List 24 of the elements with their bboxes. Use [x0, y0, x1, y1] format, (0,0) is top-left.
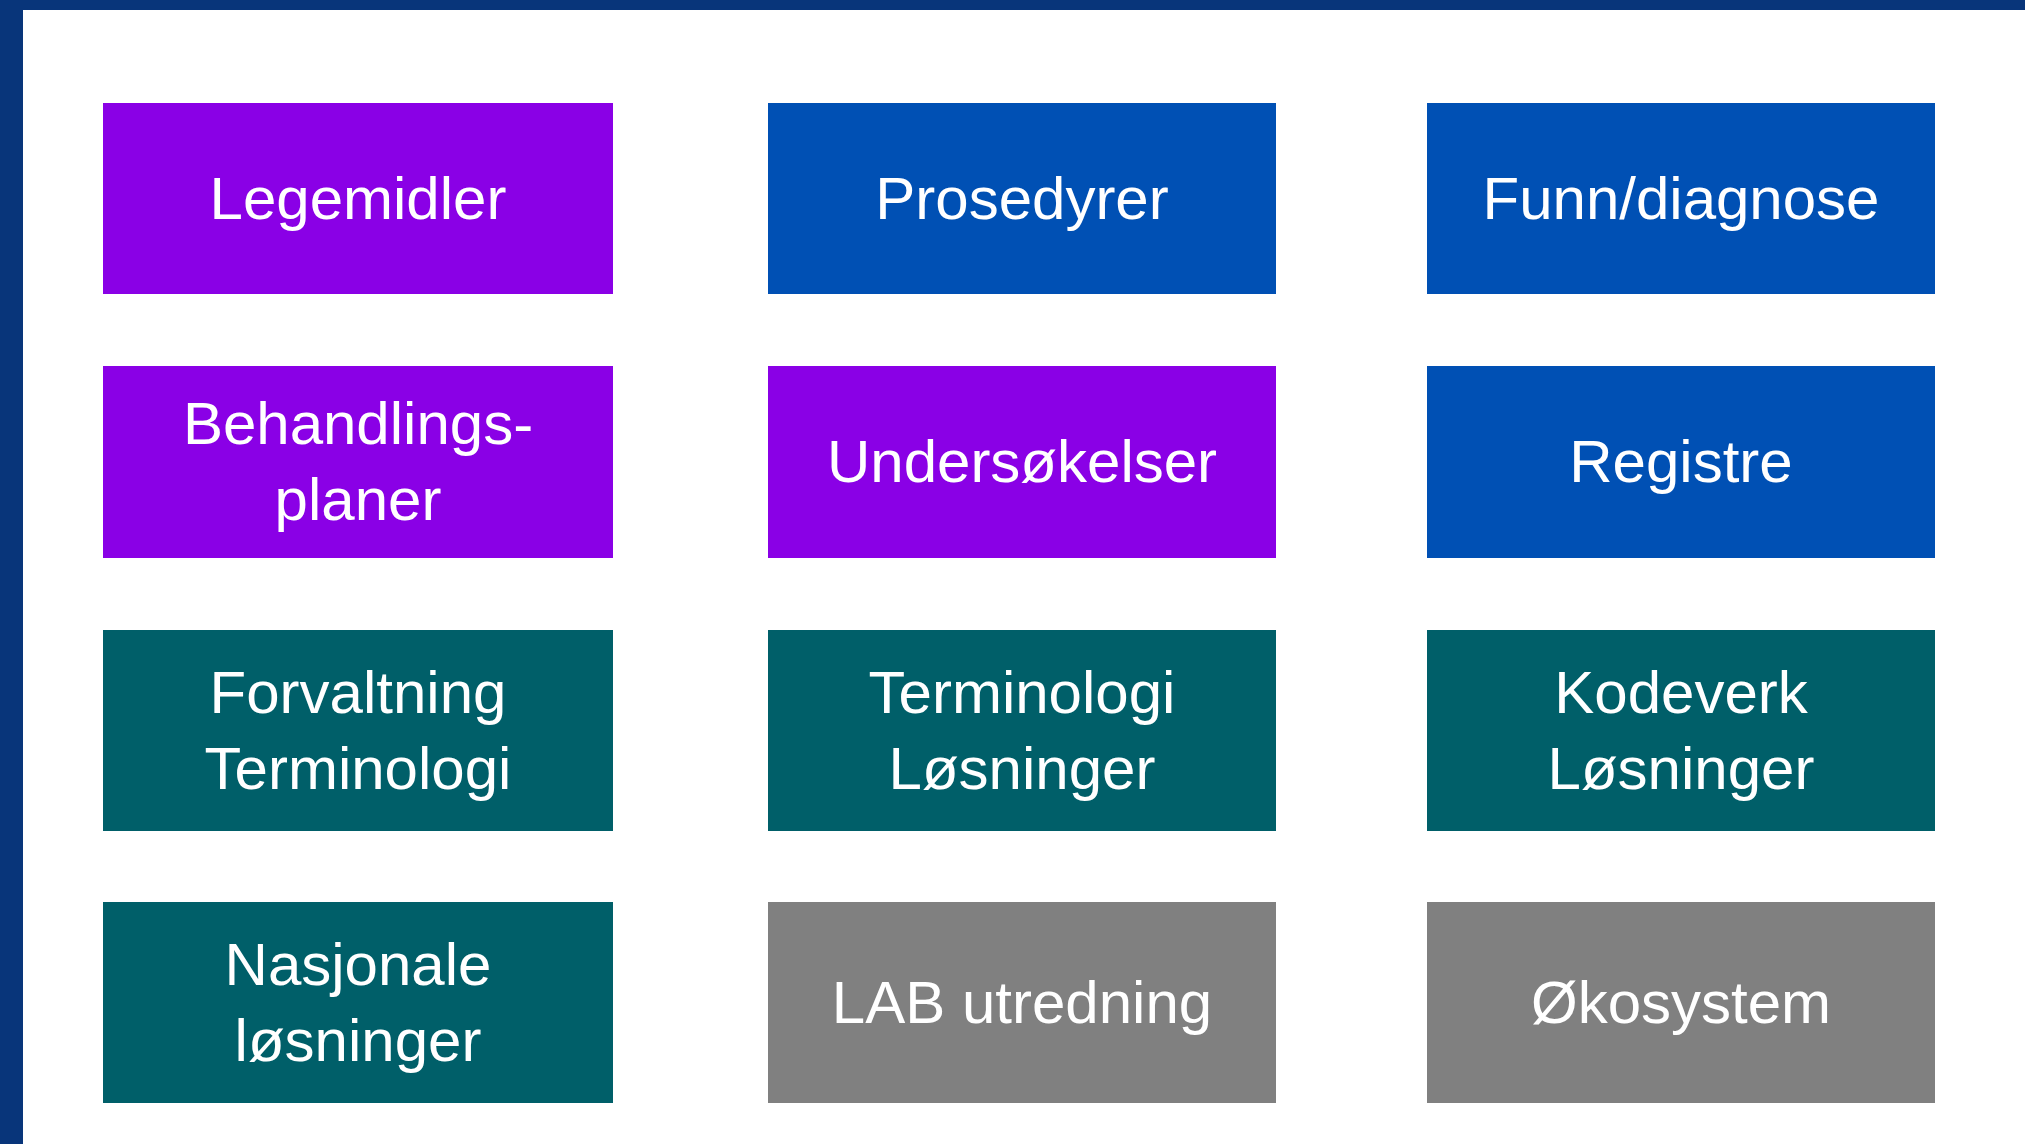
- box-label: Økosystem: [1530, 967, 1832, 1038]
- category-box: [1427, 103, 1935, 294]
- box-label: Forvaltning Terminologi: [203, 657, 513, 804]
- category-box: [768, 902, 1276, 1103]
- category-box: [768, 630, 1276, 831]
- box-label: Registre: [1569, 427, 1793, 497]
- category-box: [103, 366, 613, 558]
- box-label: Funn/diagnose: [1482, 163, 1880, 234]
- category-box: [768, 366, 1276, 558]
- box-label: Undersøkelser: [826, 427, 1218, 497]
- category-box: [1427, 902, 1935, 1103]
- category-box: [768, 103, 1276, 294]
- box-label: LAB utredning: [831, 967, 1213, 1038]
- category-box: [103, 103, 613, 294]
- category-box: [103, 630, 613, 831]
- box-label: Behandlings- planer: [181, 389, 535, 535]
- box-label: Terminologi Løsninger: [867, 657, 1177, 804]
- category-box: [1427, 630, 1935, 831]
- category-box: [1427, 366, 1935, 558]
- box-label: Legemidler: [209, 163, 507, 234]
- box-label: Nasjonale løsninger: [223, 929, 493, 1076]
- box-label: Kodeverk Løsninger: [1546, 657, 1816, 804]
- category-box: [103, 902, 613, 1103]
- box-label: Prosedyrer: [875, 163, 1169, 234]
